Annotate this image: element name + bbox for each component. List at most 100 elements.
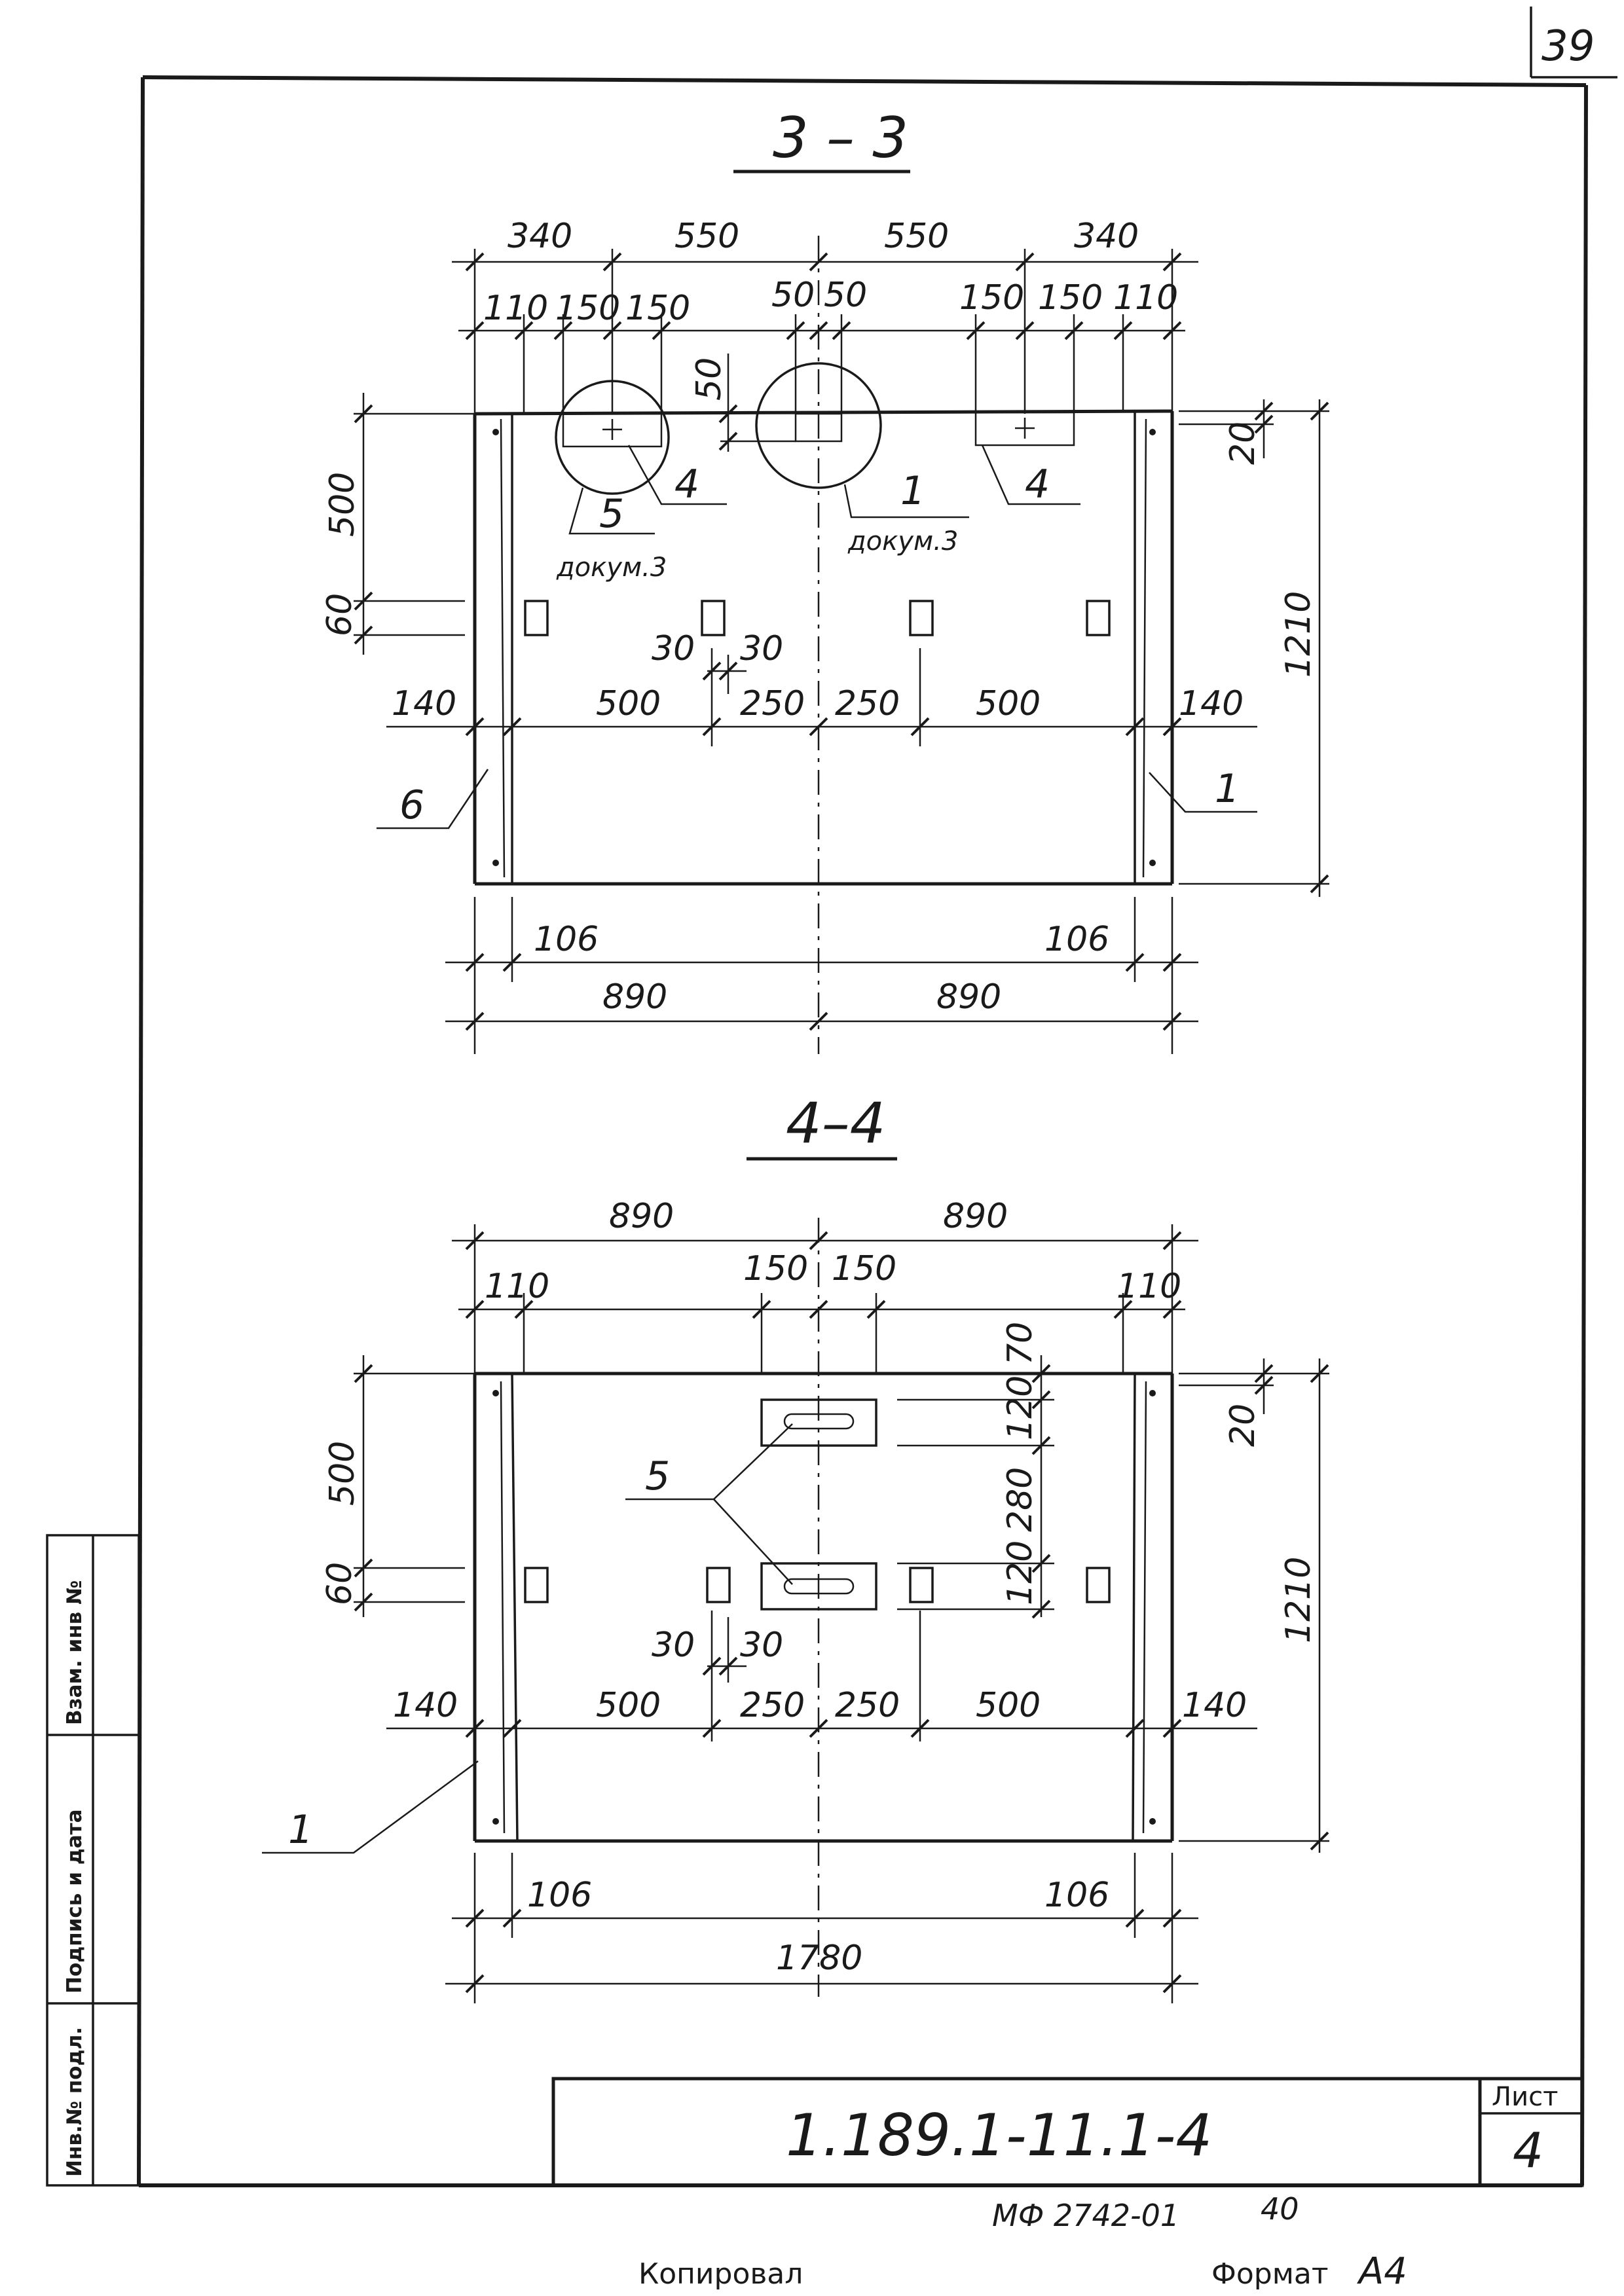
s4-dim-top-2: 890 [943, 1197, 1008, 1236]
document-code: 1.189.1-11.1-4 [786, 2102, 1212, 2169]
s4-dim-2-1: 110 [485, 1267, 549, 1306]
s4-dim-stack-70: 70 [1001, 1322, 1040, 1365]
s4-dim-top-1: 890 [609, 1197, 674, 1236]
section-4-title: 4–4 [786, 1091, 885, 1156]
s4-dim-2-4: 110 [1116, 1267, 1181, 1306]
s3-dim-2-8: 110 [1113, 278, 1178, 318]
s4-dim-30-b: 30 [740, 1626, 783, 1665]
s3-leader-4b: 4 [1025, 462, 1050, 507]
section-3-mid-dims: 30 30 140 500 250 250 500 140 [386, 629, 1257, 746]
s4-dim-mid-6: 140 [1182, 1686, 1247, 1725]
s4-dim-30-a: 30 [652, 1626, 695, 1665]
s3-dim-right-20: 20 [1223, 422, 1263, 465]
s4-dim-right-1210: 1210 [1279, 1557, 1318, 1643]
s4-dim-2-2: 150 [743, 1249, 808, 1288]
s3-dim-2-5: 50 [824, 276, 867, 315]
sheet-number: 4 [1513, 2123, 1543, 2179]
s3-dim-right-1210: 1210 [1279, 591, 1318, 678]
s3-leader-4a: 4 [674, 462, 699, 507]
s3-dim-mid-5: 500 [976, 684, 1041, 723]
page-number: 39 [1541, 22, 1595, 71]
s3-dim-2-4: 50 [771, 276, 815, 315]
s4-dim-mid-4: 250 [835, 1686, 900, 1725]
s3-leader-1a: 1 [900, 468, 925, 514]
s3-docref-left: докум.3 [556, 553, 667, 583]
s4-dim-right-20: 20 [1223, 1404, 1263, 1447]
s4-dim-stack-280: 280 [1001, 1467, 1040, 1532]
s3-dim-mid-3: 250 [740, 684, 805, 723]
stamp-signature-date: Подпись и дата [63, 1809, 86, 1994]
s4-dim-2-3: 150 [832, 1249, 896, 1288]
side-stamp: Инв.№ подл. Подпись и дата Взам. инв № [46, 1534, 140, 2187]
s3-dim-mid-4: 250 [835, 684, 900, 723]
section-4-right-stack: 70 120 280 120 [897, 1322, 1054, 1619]
section-3-3: 3 – 3 [320, 105, 1329, 1054]
section-3-leaders: 5 докум.3 4 1 докум.3 4 6 1 [377, 445, 1257, 829]
s3-dim-50-vert: 50 [690, 357, 729, 401]
s3-dim-30-b: 30 [740, 629, 783, 668]
stamp-original-inventory: Инв.№ подл. [63, 2027, 86, 2177]
s4-dim-1780: 1780 [776, 1939, 862, 1978]
section-4-top-dims: 890 890 110 150 150 110 [452, 1197, 1198, 1374]
s4-dim-left-60: 60 [320, 1562, 360, 1605]
s3-leader-5: 5 [599, 491, 624, 537]
section-3-left-dims: 500 60 [320, 393, 475, 655]
s3-dim-mid-2: 500 [596, 684, 661, 723]
s4-dim-mid-3: 250 [740, 1686, 805, 1725]
footer: МФ 2742-01 40 Копировал Формат А4 [638, 2191, 1407, 2293]
s4-dim-mid-1: 140 [393, 1686, 458, 1725]
section-3-title: 3 – 3 [773, 105, 908, 171]
s4-dim-left-500: 500 [323, 1441, 362, 1506]
archive-count: 40 [1261, 2191, 1299, 2227]
s3-dim-2-2: 150 [555, 289, 620, 328]
section-4-4: 4–4 [262, 1091, 1329, 2003]
s3-dim-2-3: 150 [625, 289, 690, 328]
section-4-leaders: 5 1 [262, 1423, 793, 1854]
s4-dim-mid-5: 500 [976, 1686, 1041, 1725]
sheet-label: Лист [1492, 2082, 1558, 2112]
s3-dim-890-right: 890 [936, 977, 1001, 1017]
s3-dim-30-a: 30 [652, 629, 695, 668]
s4-dim-mid-2: 500 [596, 1686, 661, 1725]
s3-dim-106-right: 106 [1044, 920, 1109, 959]
section-4-outline [473, 1218, 1174, 1997]
section-4-bottom-dims: 106 106 1780 [445, 1853, 1198, 2003]
s4-leader-1: 1 [288, 1807, 313, 1853]
s3-dim-890-left: 890 [602, 977, 667, 1017]
s3-dim-mid-6: 140 [1179, 684, 1244, 723]
section-4-mid-dims: 30 30 140 500 250 250 500 140 [386, 1611, 1257, 1741]
s4-leader-5: 5 [645, 1453, 670, 1499]
section-3-right-dims: 20 1210 [1179, 399, 1329, 897]
s3-dim-mid-1: 140 [392, 684, 456, 723]
section-3-bottom-dims: 106 106 890 890 [445, 897, 1198, 1054]
s3-dim-left-60: 60 [320, 593, 360, 636]
s3-dim-top-2: 550 [674, 217, 739, 256]
section-3-top-dims: 340 550 550 340 110 150 150 50 50 [452, 217, 1198, 414]
s3-dim-2-6: 150 [959, 278, 1024, 318]
format-value: А4 [1357, 2250, 1407, 2293]
s4-dim-stack-120a: 120 [1001, 1376, 1040, 1440]
copied-label: Копировал [638, 2257, 803, 2291]
stamp-replacement-inventory: Взам. инв № [63, 1580, 86, 1725]
section-3-dim-50: 50 [690, 354, 796, 452]
s3-dim-left-500: 500 [323, 472, 362, 537]
section-4-right-dims: 20 1210 [1179, 1358, 1329, 1853]
s3-leader-6: 6 [399, 782, 424, 828]
s3-dim-2-7: 150 [1038, 278, 1103, 318]
s3-leader-1b: 1 [1215, 766, 1240, 812]
s3-dim-2-1: 110 [483, 289, 548, 328]
archive-number: МФ 2742-01 [992, 2198, 1179, 2233]
s4-dim-106-left: 106 [527, 1876, 592, 1915]
title-block: 1.189.1-11.1-4 Лист 4 [551, 2077, 1584, 2187]
section-4-left-dims: 500 60 [320, 1355, 475, 1617]
s3-dim-top-3: 550 [884, 217, 949, 256]
section-3-outline [473, 236, 1174, 1054]
s4-dim-stack-120b: 120 [1001, 1540, 1040, 1605]
s3-dim-top-4: 340 [1074, 217, 1139, 256]
s3-dim-106-left: 106 [534, 920, 599, 959]
s3-dim-top-1: 340 [507, 217, 572, 256]
format-label: Формат [1211, 2257, 1329, 2291]
s3-docref-right: докум.3 [847, 526, 958, 556]
s4-dim-106-right: 106 [1044, 1876, 1109, 1915]
